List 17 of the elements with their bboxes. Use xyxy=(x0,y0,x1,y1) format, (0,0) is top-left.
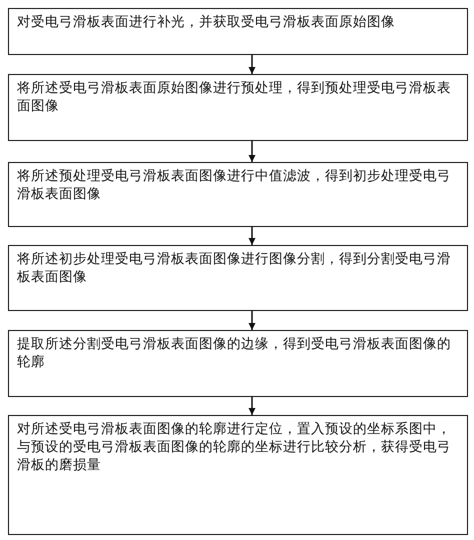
arrow xyxy=(248,141,256,162)
arrow xyxy=(248,397,256,415)
process-box xyxy=(8,162,468,227)
step-text: 对所述受电弓滑板表面图像的轮廓进行定位，置入预设的坐标系图中，与预设的受电弓滑板表面图像的轮廓的坐标进行比较分析，获得受电弓滑板的磨损量 xyxy=(17,420,452,474)
step-text: 将所述初步处理受电弓滑板表面图像进行图像分割，得到分割受电弓滑板表面图像 xyxy=(17,250,452,286)
step-text: 将所述预处理受电弓滑板表面图像进行中值滤波，得到初步处理受电弓滑板表面图像 xyxy=(17,167,452,203)
arrow xyxy=(248,311,256,330)
step-text: 对受电弓滑板表面进行补光，并获取受电弓滑板表面原始图像 xyxy=(17,13,396,31)
process-box xyxy=(8,245,468,311)
step-text: 将所述受电弓滑板表面原始图像进行预处理，得到预处理受电弓滑板表面图像 xyxy=(17,79,452,115)
process-box xyxy=(8,415,468,535)
process-box xyxy=(8,330,468,397)
arrow xyxy=(248,227,256,245)
arrow xyxy=(248,55,256,74)
step-text: 提取所述分割受电弓滑板表面图像的边缘，得到受电弓滑板表面图像的轮廓 xyxy=(17,335,452,371)
process-box xyxy=(8,8,468,55)
process-box xyxy=(8,74,468,141)
